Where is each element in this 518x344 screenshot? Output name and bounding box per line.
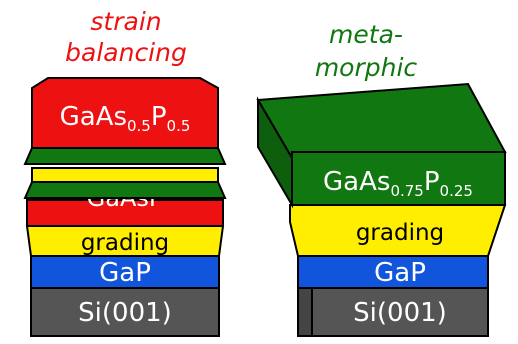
right-grading-label: grading bbox=[356, 220, 444, 246]
right-top-layer-label: GaAs0.75P0.25 bbox=[323, 167, 473, 200]
right-substrate-side bbox=[297, 287, 313, 337]
left-top-mid: P bbox=[151, 102, 167, 132]
right-top-mid: P bbox=[424, 167, 440, 197]
left-strain-layer-upper bbox=[23, 147, 227, 165]
left-title-line2: balancing bbox=[65, 38, 187, 67]
right-substrate-label: Si(001) bbox=[353, 298, 447, 328]
right-top-sub2: 0.25 bbox=[440, 182, 473, 200]
left-top-sub1: 0.5 bbox=[127, 117, 151, 135]
left-substrate-layer bbox=[30, 287, 220, 337]
right-top-layer-top-face bbox=[256, 82, 507, 160]
right-gap-label: GaP bbox=[374, 258, 426, 288]
right-top-layer-front-face bbox=[291, 151, 506, 206]
left-gap-layer bbox=[30, 255, 220, 289]
left-gaasp-layer bbox=[26, 199, 224, 227]
right-top-sub1: 0.75 bbox=[390, 182, 423, 200]
left-strain-layer-lower bbox=[23, 181, 227, 199]
left-stack: strain balancing Si(001) GaP grading GaA… bbox=[23, 7, 227, 337]
right-top-base: GaAs bbox=[323, 167, 390, 197]
left-grading-label: grading bbox=[81, 230, 169, 256]
right-gap-layer bbox=[297, 255, 489, 289]
right-stack: meta- morphic Si(001) GaP grading GaAs0.… bbox=[256, 20, 507, 337]
left-substrate-label: Si(001) bbox=[78, 298, 172, 328]
right-title-line2: morphic bbox=[315, 53, 418, 82]
right-title-line1: meta- bbox=[329, 20, 403, 49]
left-top-layer bbox=[31, 77, 219, 149]
left-yellow-strip bbox=[31, 167, 219, 183]
left-top-sub2: 0.5 bbox=[167, 117, 191, 135]
left-title-line1: strain bbox=[90, 7, 161, 36]
left-gap-label: GaP bbox=[99, 258, 151, 288]
left-top-base: GaAs bbox=[60, 102, 127, 132]
left-top-layer-label: GaAs0.5P0.5 bbox=[60, 102, 191, 135]
